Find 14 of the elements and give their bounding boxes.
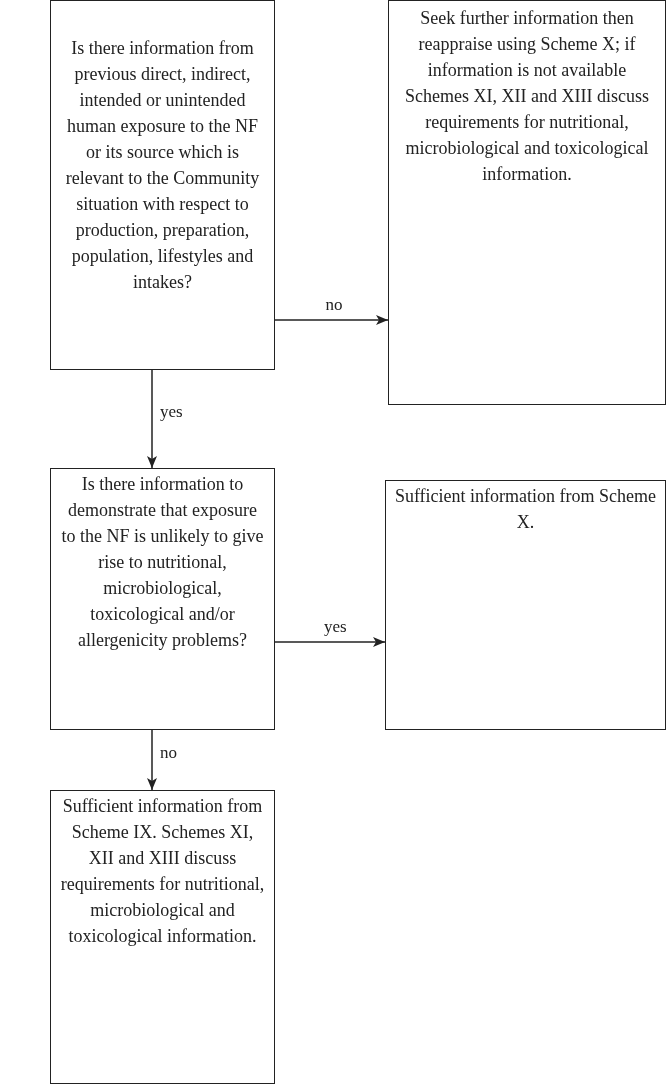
box-text: Seek further information then reappraise using Scheme X; if information is not available Schemes XI, XII and XIII discuss requirements for nutritional, microbiological and toxicological information. xyxy=(404,7,650,186)
box-text: Sufficient information from Scheme X. xyxy=(394,485,657,534)
box-text: Sufficient information from Scheme IX. Schemes XI, XII and XIII discuss requirements for nutritional, microbiological and toxicological information. xyxy=(59,795,266,948)
arrow xyxy=(274,637,386,647)
box-text: Is there information to demonstrate that exposure to the NF is unlikely to give rise to nutritional, microbiological, toxicological and/or allergenicity problems? xyxy=(60,473,265,652)
process-box xyxy=(50,468,275,730)
arrow xyxy=(147,729,157,791)
process-box xyxy=(50,790,275,1084)
arrow xyxy=(147,369,157,469)
process-box xyxy=(50,0,275,370)
box-text: Is there information from previous direct, indirect, intended or unintended human exposure to the NF or its source which is relevant to the Community situation with respect to production, preparation, population, lifestyles and intakes? xyxy=(64,37,261,294)
process-box xyxy=(385,480,666,730)
arrow xyxy=(274,315,389,325)
process-box xyxy=(388,0,666,405)
